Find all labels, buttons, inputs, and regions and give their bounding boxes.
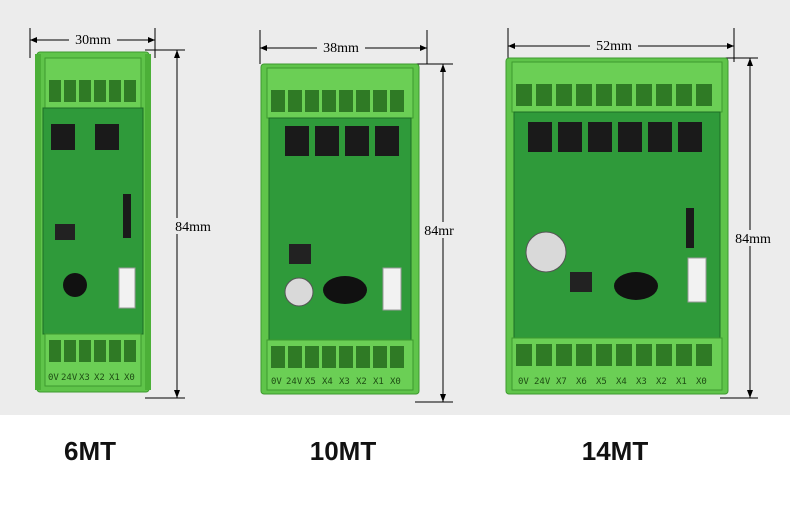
- terminal-labels: 0V 24V X3 X2 X1 X0: [48, 373, 135, 383]
- mosfet-chip: [285, 126, 399, 156]
- bottom-terminal-block: [511, 337, 723, 391]
- svg-text:X3: X3: [339, 377, 350, 387]
- model-label-10mt: 10MT: [309, 436, 377, 466]
- height-dimension: 84mr: [415, 63, 455, 403]
- svg-text:X3: X3: [79, 373, 90, 383]
- capacitor: [525, 231, 567, 273]
- inductor: [289, 244, 311, 264]
- terminal-labels: 0V 24V X5 X4 X3 X2 X1 X0: [271, 377, 401, 387]
- svg-text:X0: X0: [696, 377, 707, 387]
- svg-text:X6: X6: [576, 377, 587, 387]
- svg-text:X3: X3: [636, 377, 647, 387]
- model-label-14mt: 14MT: [581, 436, 649, 466]
- svg-text:X4: X4: [616, 377, 627, 387]
- svg-text:24V: 24V: [534, 377, 551, 387]
- mosfet-chip: [528, 122, 702, 152]
- model-label-6mt: 6MT: [64, 436, 116, 466]
- pin-header: [686, 208, 694, 248]
- svg-text:X7: X7: [556, 377, 567, 387]
- svg-text:X2: X2: [656, 377, 667, 387]
- height-dimension: 84mm: [145, 49, 215, 399]
- svg-text:0V: 0V: [271, 377, 282, 387]
- width-dimension: 30mm: [29, 28, 156, 58]
- top-terminal-block: [44, 57, 142, 109]
- connector-header: [382, 267, 402, 311]
- svg-text:X2: X2: [356, 377, 367, 387]
- mosfet-chip: [51, 124, 119, 150]
- svg-text:24V: 24V: [286, 377, 303, 387]
- board-14mt: 52mm 84mm: [500, 28, 785, 403]
- inductor: [570, 272, 592, 292]
- inductor: [55, 224, 75, 240]
- board-10mt: 38mm 84mr: [255, 30, 455, 405]
- svg-text:X1: X1: [109, 373, 120, 383]
- potentiometer: [323, 276, 367, 304]
- top-terminal-block: [511, 61, 723, 113]
- connector-header: [687, 257, 707, 303]
- width-label: 38mm: [323, 41, 359, 56]
- svg-text:X0: X0: [124, 373, 135, 383]
- height-label: 84mm: [735, 232, 771, 247]
- width-label: 52mm: [596, 39, 632, 54]
- width-dimension: 38mm: [259, 30, 428, 64]
- svg-text:X1: X1: [373, 377, 384, 387]
- top-terminal-block: [266, 67, 414, 119]
- capacitor: [284, 277, 314, 307]
- width-label: 30mm: [75, 33, 111, 48]
- width-dimension: 52mm: [507, 28, 735, 62]
- connector-header: [118, 267, 136, 309]
- svg-text:X4: X4: [322, 377, 333, 387]
- bottom-terminal-block: [266, 339, 414, 391]
- svg-text:0V: 0V: [518, 377, 529, 387]
- svg-text:24V: 24V: [61, 373, 78, 383]
- height-label: 84mr: [424, 224, 454, 239]
- svg-text:X1: X1: [676, 377, 687, 387]
- terminal-labels: 0V 24V X7 X6 X5 X4 X3 X2 X1 X0: [518, 377, 707, 387]
- svg-text:X5: X5: [596, 377, 607, 387]
- height-label: 84mm: [175, 220, 211, 235]
- board-6mt: 30mm 84mm: [25, 28, 215, 403]
- svg-text:X5: X5: [305, 377, 316, 387]
- svg-text:X2: X2: [94, 373, 105, 383]
- svg-text:0V: 0V: [48, 373, 59, 383]
- pin-header: [123, 194, 131, 238]
- height-dimension: 84mm: [720, 57, 776, 399]
- svg-text:X0: X0: [390, 377, 401, 387]
- bottom-terminal-block: [44, 333, 142, 387]
- potentiometer: [614, 272, 658, 300]
- potentiometer: [63, 273, 87, 297]
